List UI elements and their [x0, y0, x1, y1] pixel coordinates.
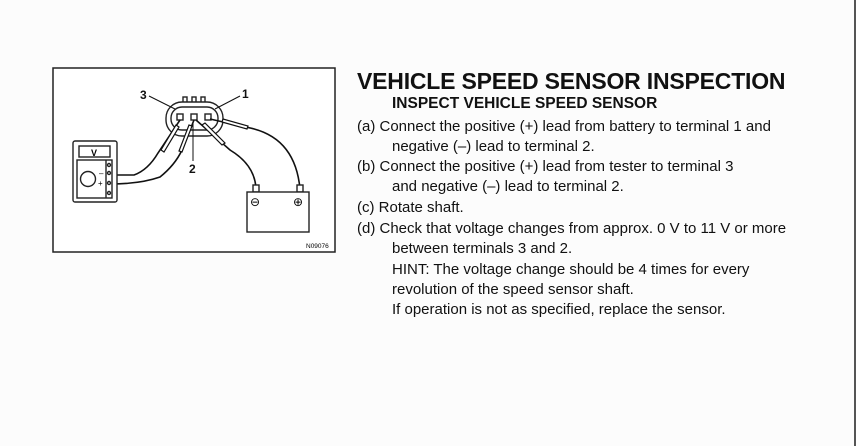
step-c: (c) Rotate shaft. — [357, 199, 464, 216]
step-b: (b) Connect the positive (+) lead from t… — [357, 158, 734, 175]
battery-positive-icon: ⊕ — [293, 195, 303, 209]
wiring-diagram: 3 1 2 V – + ⊖ ⊕ N09076 — [52, 67, 336, 253]
step-a-cont: negative (–) lead to terminal 2. — [392, 138, 595, 155]
section-subtitle: INSPECT VEHICLE SPEED SENSOR — [392, 95, 658, 112]
terminal-labels: 3 1 2 — [140, 87, 249, 176]
terminal-3-label: 3 — [140, 88, 147, 102]
voltmeter — [72, 140, 118, 203]
step-d-cont: between terminals 3 and 2. — [392, 240, 573, 257]
replace-note: If operation is not as specified, replac… — [392, 301, 726, 318]
figure-code: N09076 — [306, 243, 329, 250]
meter-v-label: V — [91, 148, 97, 158]
meter-plus: + — [98, 179, 103, 188]
step-a: (a) Connect the positive (+) lead from b… — [357, 118, 771, 135]
terminal-1-label: 1 — [242, 87, 249, 101]
hint: HINT: The voltage change should be 4 tim… — [392, 261, 750, 278]
probes — [160, 118, 249, 153]
step-d: (d) Check that voltage changes from appr… — [357, 220, 787, 237]
battery-negative-icon: ⊖ — [250, 195, 260, 209]
battery — [246, 184, 310, 233]
terminal-2-label: 2 — [189, 162, 196, 176]
meter-minus: – — [99, 169, 104, 178]
page-title: VEHICLE SPEED SENSOR INSPECTION — [357, 68, 786, 94]
hint-cont: revolution of the speed sensor shaft. — [392, 281, 634, 298]
window-edge — [854, 0, 856, 446]
step-b-cont: and negative (–) lead to terminal 2. — [392, 178, 624, 195]
